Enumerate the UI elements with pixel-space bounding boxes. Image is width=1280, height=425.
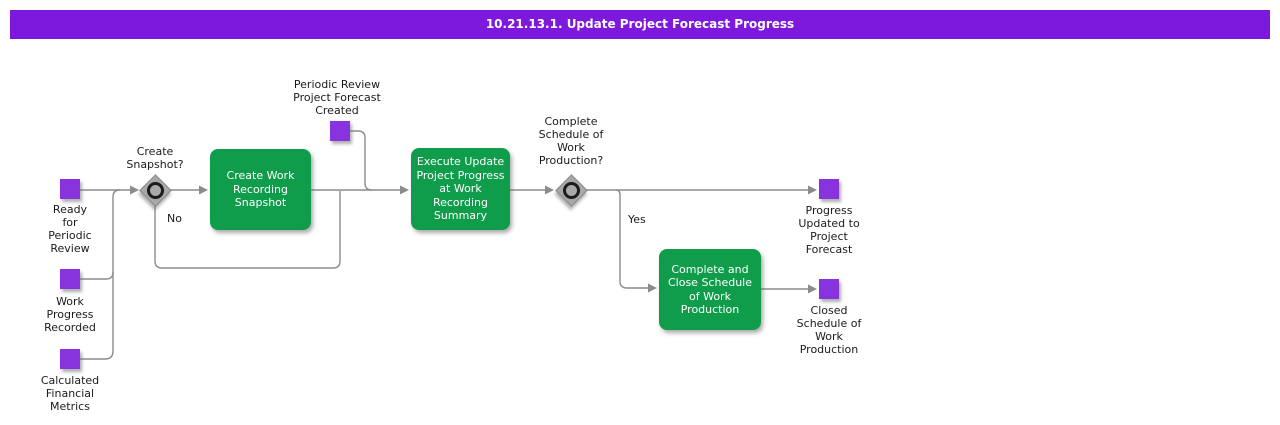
gateway-ring-icon xyxy=(143,178,168,203)
arrowhead-into-gateway1 xyxy=(130,185,139,195)
event-label-work-progress-recorded: Work Progress Recorded xyxy=(44,295,96,334)
arrowhead-into-gateway2 xyxy=(545,185,554,195)
branch-label-no: No xyxy=(167,212,182,225)
flow-forecast-created-drop xyxy=(350,130,373,191)
event-closed-schedule-of-work-production[interactable] xyxy=(819,279,839,299)
arrowhead-into-task2 xyxy=(400,185,409,195)
flow-yes-branch xyxy=(615,189,648,289)
arrowhead-into-progress-updated xyxy=(808,185,817,195)
event-label-progress-updated-to-project-forecast: Progress Updated to Project Forecast xyxy=(798,204,860,256)
event-periodic-review-forecast-created[interactable] xyxy=(330,121,350,141)
gateway-label-create-snapshot: Create Snapshot? xyxy=(126,145,184,171)
gateway-label-complete-schedule: Complete Schedule of Work Production? xyxy=(538,115,604,167)
event-label-periodic-review-forecast-created: Periodic Review Project Forecast Created xyxy=(293,78,381,117)
event-calculated-financial-metrics[interactable] xyxy=(60,349,80,369)
event-work-progress-recorded[interactable] xyxy=(60,269,80,289)
event-label-calculated-financial-metrics: Calculated Financial Metrics xyxy=(40,374,100,413)
event-progress-updated-to-project-forecast[interactable] xyxy=(819,179,839,199)
branch-label-yes: Yes xyxy=(628,213,646,226)
arrowhead-into-closed xyxy=(808,284,817,294)
event-label-closed-schedule-of-work-production: Closed Schedule of Work Production xyxy=(796,304,862,356)
gateway-create-snapshot xyxy=(139,174,172,207)
gateway-complete-schedule xyxy=(555,174,588,207)
diagram-title: 10.21.13.1. Update Project Forecast Prog… xyxy=(10,10,1270,39)
arrowhead-into-task3 xyxy=(648,283,657,293)
event-ready-for-periodic-review[interactable] xyxy=(60,179,80,199)
task-complete-and-close-schedule[interactable]: Complete and Close Schedule of Work Prod… xyxy=(659,249,761,330)
task-create-work-recording-snapshot[interactable]: Create Work Recording Snapshot xyxy=(210,149,311,230)
event-label-ready-for-periodic-review: Ready for Periodic Review xyxy=(48,203,92,255)
task-execute-update-project-progress[interactable]: Execute Update Project Progress at Work … xyxy=(411,148,510,230)
arrowhead-into-task1 xyxy=(199,185,208,195)
gateway-ring-icon xyxy=(559,178,584,203)
flow-work-progress-branch xyxy=(80,271,114,280)
